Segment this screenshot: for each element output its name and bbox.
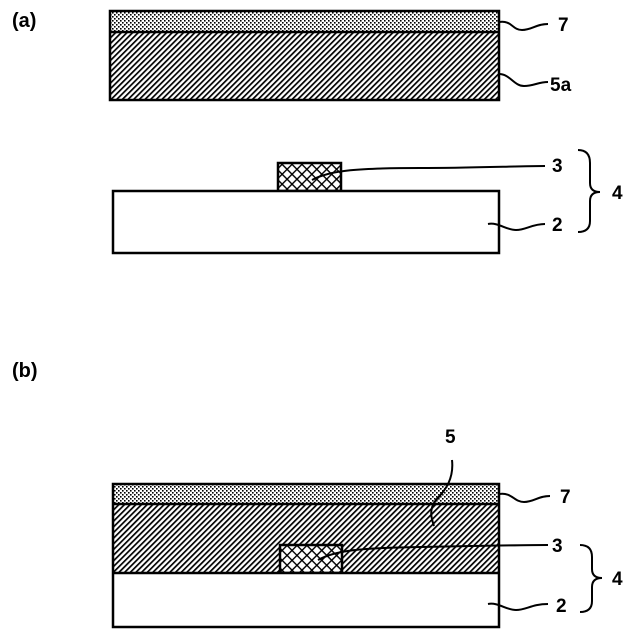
- callout-5: 5: [445, 427, 456, 448]
- callout-7b: 7: [560, 487, 571, 508]
- panel-a: (a) 7 5a 3 2 4: [12, 10, 623, 253]
- brace-4b: [580, 545, 602, 612]
- panel-label-a: (a): [12, 10, 36, 32]
- callout-2: 2: [552, 215, 563, 236]
- chip-3: [278, 163, 341, 191]
- callout-4b: 4: [612, 569, 623, 590]
- brace-4a: [578, 150, 600, 232]
- panel-b: (b) 5 7 3 2 4: [12, 360, 623, 627]
- leader-3a: [312, 166, 545, 180]
- callout-4: 4: [612, 183, 623, 204]
- panel-label-b: (b): [12, 360, 38, 382]
- chip-3-embedded: [280, 545, 342, 573]
- leader-7b: [499, 494, 550, 502]
- callout-3b: 3: [552, 536, 563, 557]
- base-2: [113, 191, 499, 253]
- leader-7a: [499, 22, 548, 30]
- cover-layer-7: [110, 11, 499, 32]
- base-2-laminated: [113, 573, 499, 627]
- callout-7: 7: [558, 15, 569, 36]
- callout-3: 3: [552, 156, 563, 177]
- leader-5a: [499, 74, 548, 86]
- callout-5a: 5a: [550, 75, 572, 96]
- callout-2b: 2: [556, 596, 567, 617]
- resin-sheet-5a: [110, 32, 499, 100]
